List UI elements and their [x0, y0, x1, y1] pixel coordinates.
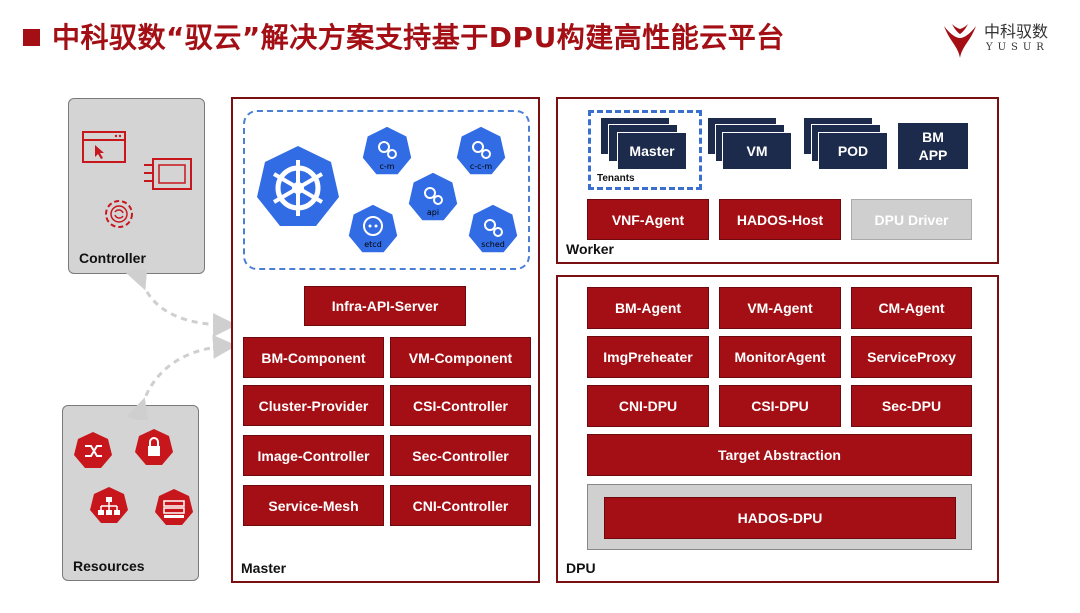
bm-agent-box: BM-Agent [587, 287, 709, 329]
security-lock-icon [135, 429, 173, 465]
connector-arrows [125, 270, 237, 420]
workload-pod-box: POD [818, 132, 888, 170]
bm-component-box: BM-Component [243, 337, 384, 378]
resources-label: Resources [73, 558, 145, 574]
k8s-c-m-icon: c-m [361, 125, 413, 176]
image-controller-box: Image-Controller [243, 435, 384, 476]
sched-label: sched [481, 240, 505, 249]
cni-dpu-box: CNI-DPU [587, 385, 709, 427]
worker-label: Worker [566, 241, 614, 257]
logo-text-cn: 中科驭数 [984, 22, 1049, 41]
cni-controller-box: CNI-Controller [390, 485, 531, 526]
cluster-provider-box: Cluster-Provider [243, 385, 384, 426]
master-label: Master [241, 560, 287, 576]
serviceproxy-box: ServiceProxy [851, 336, 972, 378]
sec-dpu-box: Sec-DPU [851, 385, 972, 427]
workload-master-box: Master [617, 132, 687, 170]
title-bullet [23, 29, 40, 46]
k8s-etcd-icon: etcd [347, 203, 399, 254]
yusur-logo-icon [944, 24, 976, 58]
page-title: 中科驭数“驭云”解决方案支持基于DPU构建高性能云平台 [52, 21, 785, 54]
workload-vm-box: VM [722, 132, 792, 170]
csi-controller-box: CSI-Controller [390, 385, 531, 426]
kubernetes-logo-icon [257, 146, 339, 226]
service-mesh-box: Service-Mesh [243, 485, 384, 526]
tenants-group [588, 110, 702, 190]
yusur-logo: 中科驭数 YUSUR [940, 18, 1065, 60]
browser-cursor-icon [82, 131, 126, 163]
resources-panel: Resources [62, 405, 199, 581]
controller-panel: Controller [68, 98, 205, 274]
sec-controller-box: Sec-Controller [390, 435, 531, 476]
dpu-label: DPU [566, 560, 596, 576]
cm-agent-box: CM-Agent [851, 287, 972, 329]
k8s-api-icon: api [407, 171, 459, 222]
k8s-c-c-m-icon: c-c-m [455, 125, 507, 176]
imgpreheater-box: ImgPreheater [587, 336, 709, 378]
hados-dpu-box: HADOS-DPU [604, 497, 956, 539]
logo-text-en: YUSUR [986, 42, 1049, 53]
controller-label: Controller [79, 250, 146, 266]
tenants-label: Tenants [597, 173, 635, 184]
bm-app-line1: BM [922, 129, 944, 145]
c-c-m-label: c-c-m [470, 162, 493, 171]
hados-host-box: HADOS-Host [719, 199, 841, 240]
api-label: api [427, 208, 439, 217]
vm-component-box: VM-Component [390, 337, 531, 378]
k8s-sched-icon: sched [467, 203, 519, 254]
target-abstraction-box: Target Abstraction [587, 434, 972, 476]
bm-app-box: BM APP [898, 123, 968, 169]
bm-app-line2: APP [918, 147, 948, 163]
k8s-icons: c-m c-c-m api etcd sched [257, 125, 519, 254]
gear-sync-icon [105, 200, 133, 228]
dashboard-window-icon [144, 158, 192, 190]
vm-agent-box: VM-Agent [719, 287, 841, 329]
vnf-agent-box: VNF-Agent [587, 199, 709, 240]
network-topology-icon [90, 487, 128, 523]
infra-api-server-box: Infra-API-Server [304, 286, 466, 326]
monitoragent-box: MonitorAgent [719, 336, 841, 378]
resources-icons [74, 429, 193, 525]
c-m-label: c-m [379, 162, 394, 171]
kubernetes-cluster-box: c-m c-c-m api etcd sched [243, 110, 530, 270]
network-shuffle-icon [74, 432, 112, 468]
server-rack-icon [155, 489, 193, 525]
dpu-driver-box: DPU Driver [851, 199, 972, 240]
csi-dpu-box: CSI-DPU [719, 385, 841, 427]
controller-master-connector [125, 270, 237, 337]
etcd-label: etcd [364, 240, 382, 249]
resources-master-connector [126, 334, 237, 420]
controller-icons [82, 131, 192, 228]
